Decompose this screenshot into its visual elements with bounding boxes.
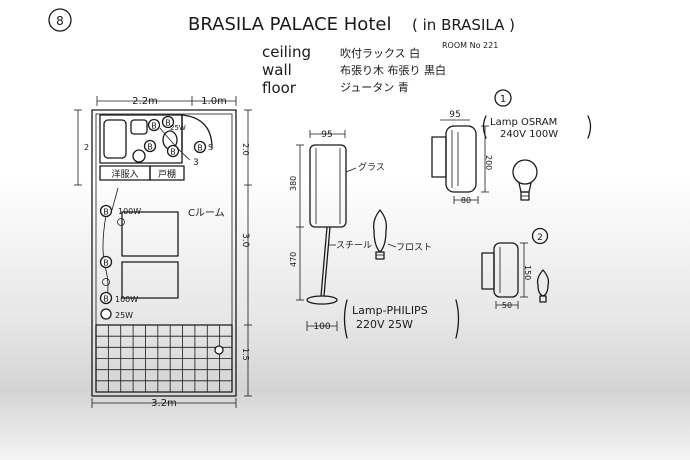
room-label: Cルーム [188, 207, 225, 219]
fixture-b-4: B [166, 144, 180, 158]
floor-lamp-dim-shade: 380 [289, 176, 298, 191]
balcony-grid [96, 325, 232, 392]
svg-text:B: B [197, 144, 203, 153]
dim-right-2: 3.0 [240, 233, 250, 248]
wall-lamp-2-dim-height: 150 [523, 265, 532, 280]
svg-text:B: B [103, 208, 109, 217]
osram-lamp-spec: 240V 100W [500, 129, 558, 140]
floor-lamp-shade [309, 144, 347, 228]
closet-left-label: 洋服入 [111, 168, 138, 180]
floor-lamp-dim-width: 95 [321, 130, 332, 140]
osram-lamp-label: Lamp OSRAM [490, 117, 557, 128]
fixture-b-8: B [99, 291, 113, 305]
page-number: 8 [56, 14, 64, 28]
wattage-label-1: 100W [118, 207, 141, 216]
svg-text:B: B [147, 143, 153, 152]
finishes-list: ceiling 吹付ラックス 白 wall 布張り木 布張り 黒白 floor … [262, 43, 446, 97]
finish-label-floor: floor [262, 79, 297, 97]
wall-lamp-2-index: 2 [537, 233, 543, 243]
wattage-label-3: 25W [115, 311, 133, 320]
svg-text:B: B [165, 119, 171, 128]
fixture-b-5: B [193, 140, 207, 154]
globe-bulb-icon [512, 159, 538, 201]
fixture-b-7: B [99, 255, 113, 269]
switch-marker [117, 218, 125, 226]
philips-bracket-right [455, 299, 460, 339]
finish-value-ceiling: 吹付ラックス 白 [340, 46, 420, 60]
wall-lamp-1-dim-width: 95 [449, 110, 460, 120]
dim-left: 2 [84, 143, 89, 152]
wattage-label-2: 100W [115, 295, 138, 304]
dim-right-3: 1.5 [241, 348, 250, 361]
philips-lamp-spec: 220V 25W [356, 318, 413, 331]
room-floor-plan: 2.2m 1.0m 2 2.0 3.0 1.5 洋服入 戸棚 [74, 96, 252, 397]
switch-marker-2 [102, 278, 110, 286]
floor-lamp-dim-base: 100 [313, 322, 330, 332]
svg-text:B: B [103, 259, 109, 268]
num-label-3: 3 [193, 158, 199, 168]
wall-lamp-1-shade [445, 125, 477, 193]
floor-lamp-base [306, 295, 338, 305]
page-number-badge: 8 [48, 8, 72, 32]
steel-label: スチール [336, 240, 372, 251]
wall-lamp-1-index: 1 [500, 94, 506, 105]
location-label: ( in BRASILA ) [412, 16, 515, 34]
wall-lamp-2-dim-depth: 50 [502, 301, 512, 310]
spot-label: S [208, 143, 213, 152]
floor-lamp-drawing: 95 380 470 100 グラス スチール [289, 130, 385, 332]
svg-text:B: B [170, 148, 176, 157]
fixture-b-2: B [143, 139, 157, 153]
plan-bottom-dimension: 3.2m [91, 398, 237, 409]
svg-text:B: B [103, 295, 109, 304]
fixture-b-1: B [147, 118, 161, 132]
balcony-lamp-icon [214, 345, 224, 355]
philips-bracket-left [343, 299, 348, 339]
wall-lamp-2-drawing: 2 150 50 [481, 227, 549, 310]
finish-label-ceiling: ceiling [262, 43, 311, 61]
floor-lamp-dim-pole: 470 [289, 252, 298, 267]
dim-bottom: 3.2m [151, 398, 177, 409]
room-number: ROOM No 221 [442, 41, 498, 50]
finish-value-wall: 布張り木 布張り 黒白 [340, 63, 446, 77]
dim-right-1: 2.0 [241, 143, 250, 156]
dim-top-left: 2.2m [132, 96, 158, 107]
finish-value-floor: ジュータン 青 [340, 81, 409, 94]
svg-text:B: B [151, 122, 157, 131]
finish-label-wall: wall [262, 61, 292, 79]
wall-lamp-1-dim-depth: 80 [461, 196, 471, 205]
wall-lamp-1-dim-height: 200 [484, 155, 493, 170]
wattage-label-4: 25W [170, 124, 186, 132]
closet-right-label: 戸棚 [158, 168, 176, 180]
floor-lamp-pole [320, 226, 328, 297]
wall-lamp-2-shade [493, 242, 519, 298]
osram-bracket-right [587, 115, 592, 139]
flame-bulb-icon [536, 269, 550, 303]
page-title: BRASILA PALACE Hotel [188, 14, 391, 35]
candle-bulb-icon [372, 209, 397, 260]
fixture-spot [100, 308, 112, 320]
fixture-b-6: B [99, 204, 113, 218]
frost-label: フロスト [396, 243, 432, 253]
dim-top-right: 1.0m [201, 96, 227, 107]
glass-label: グラス [358, 161, 385, 173]
fixture-b-3: B [161, 115, 175, 129]
wall-lamp-1-drawing: 1 95 200 80 [431, 89, 512, 205]
osram-bracket-left [482, 115, 487, 139]
philips-lamp-label: Lamp-PHILIPS [352, 304, 428, 317]
